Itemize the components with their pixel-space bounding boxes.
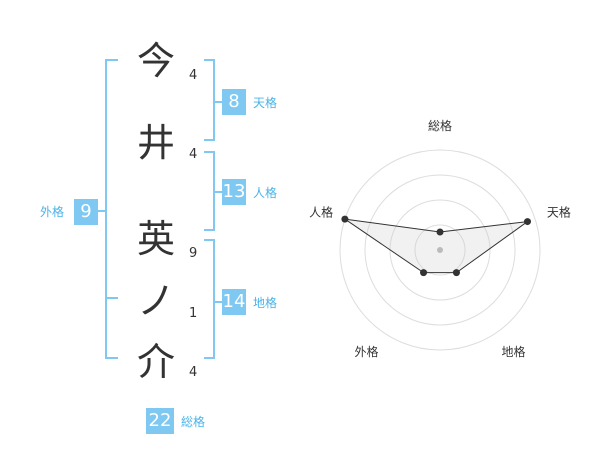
radar-polygon (344, 218, 528, 274)
radar-point-3 (452, 269, 460, 277)
radar-center-dot (437, 247, 443, 253)
radar-axis-label-1: 総格 (428, 118, 452, 133)
stroke-count-1: 4 (189, 68, 198, 83)
stroke-count-3: 9 (189, 246, 198, 261)
name-char-4: ノ (136, 279, 175, 323)
gaikaku-value-badge: 9 (74, 199, 98, 225)
name-char-5: 介 (136, 340, 175, 384)
radar-axis-label-2: 天格 (547, 204, 571, 219)
chikaku-bracket (204, 239, 215, 359)
chikaku-label: 地格 (253, 296, 278, 310)
tenkaku-value-badge: 8 (222, 89, 246, 115)
stroke-count-2: 4 (189, 147, 198, 162)
radar-axis-label-3: 地格 (501, 344, 525, 359)
name-char-1: 今 (136, 39, 175, 83)
radar-point-5 (341, 215, 349, 223)
jinkaku-label: 人格 (253, 186, 278, 200)
jinkaku-bracket (204, 151, 215, 231)
stroke-count-5: 4 (189, 365, 198, 380)
name-char-2: 井 (136, 121, 175, 165)
gaikaku-label: 外格 (40, 205, 65, 219)
radar-ring-1 (414, 224, 466, 276)
radar-axis-label-4: 外格 (355, 344, 379, 359)
tenkaku-label: 天格 (253, 96, 278, 110)
radar-axis-label-5: 人格 (309, 204, 333, 219)
name-char-3: 英 (136, 217, 175, 261)
stroke-count-4: 1 (189, 306, 198, 321)
radar-point-1 (436, 228, 444, 236)
radar-point-4 (420, 269, 428, 277)
jinkaku-value-badge: 13 (222, 179, 246, 205)
soukaku-label: 総格 (181, 415, 206, 429)
radar-ring-3 (364, 174, 516, 326)
radar-point-2 (523, 218, 531, 226)
tenkaku-bracket (204, 59, 215, 141)
gaikaku-bracket (105, 59, 118, 359)
soukaku-value-badge: 22 (146, 408, 174, 434)
chikaku-value-badge: 14 (222, 289, 246, 315)
radar-ring-4 (339, 149, 541, 351)
